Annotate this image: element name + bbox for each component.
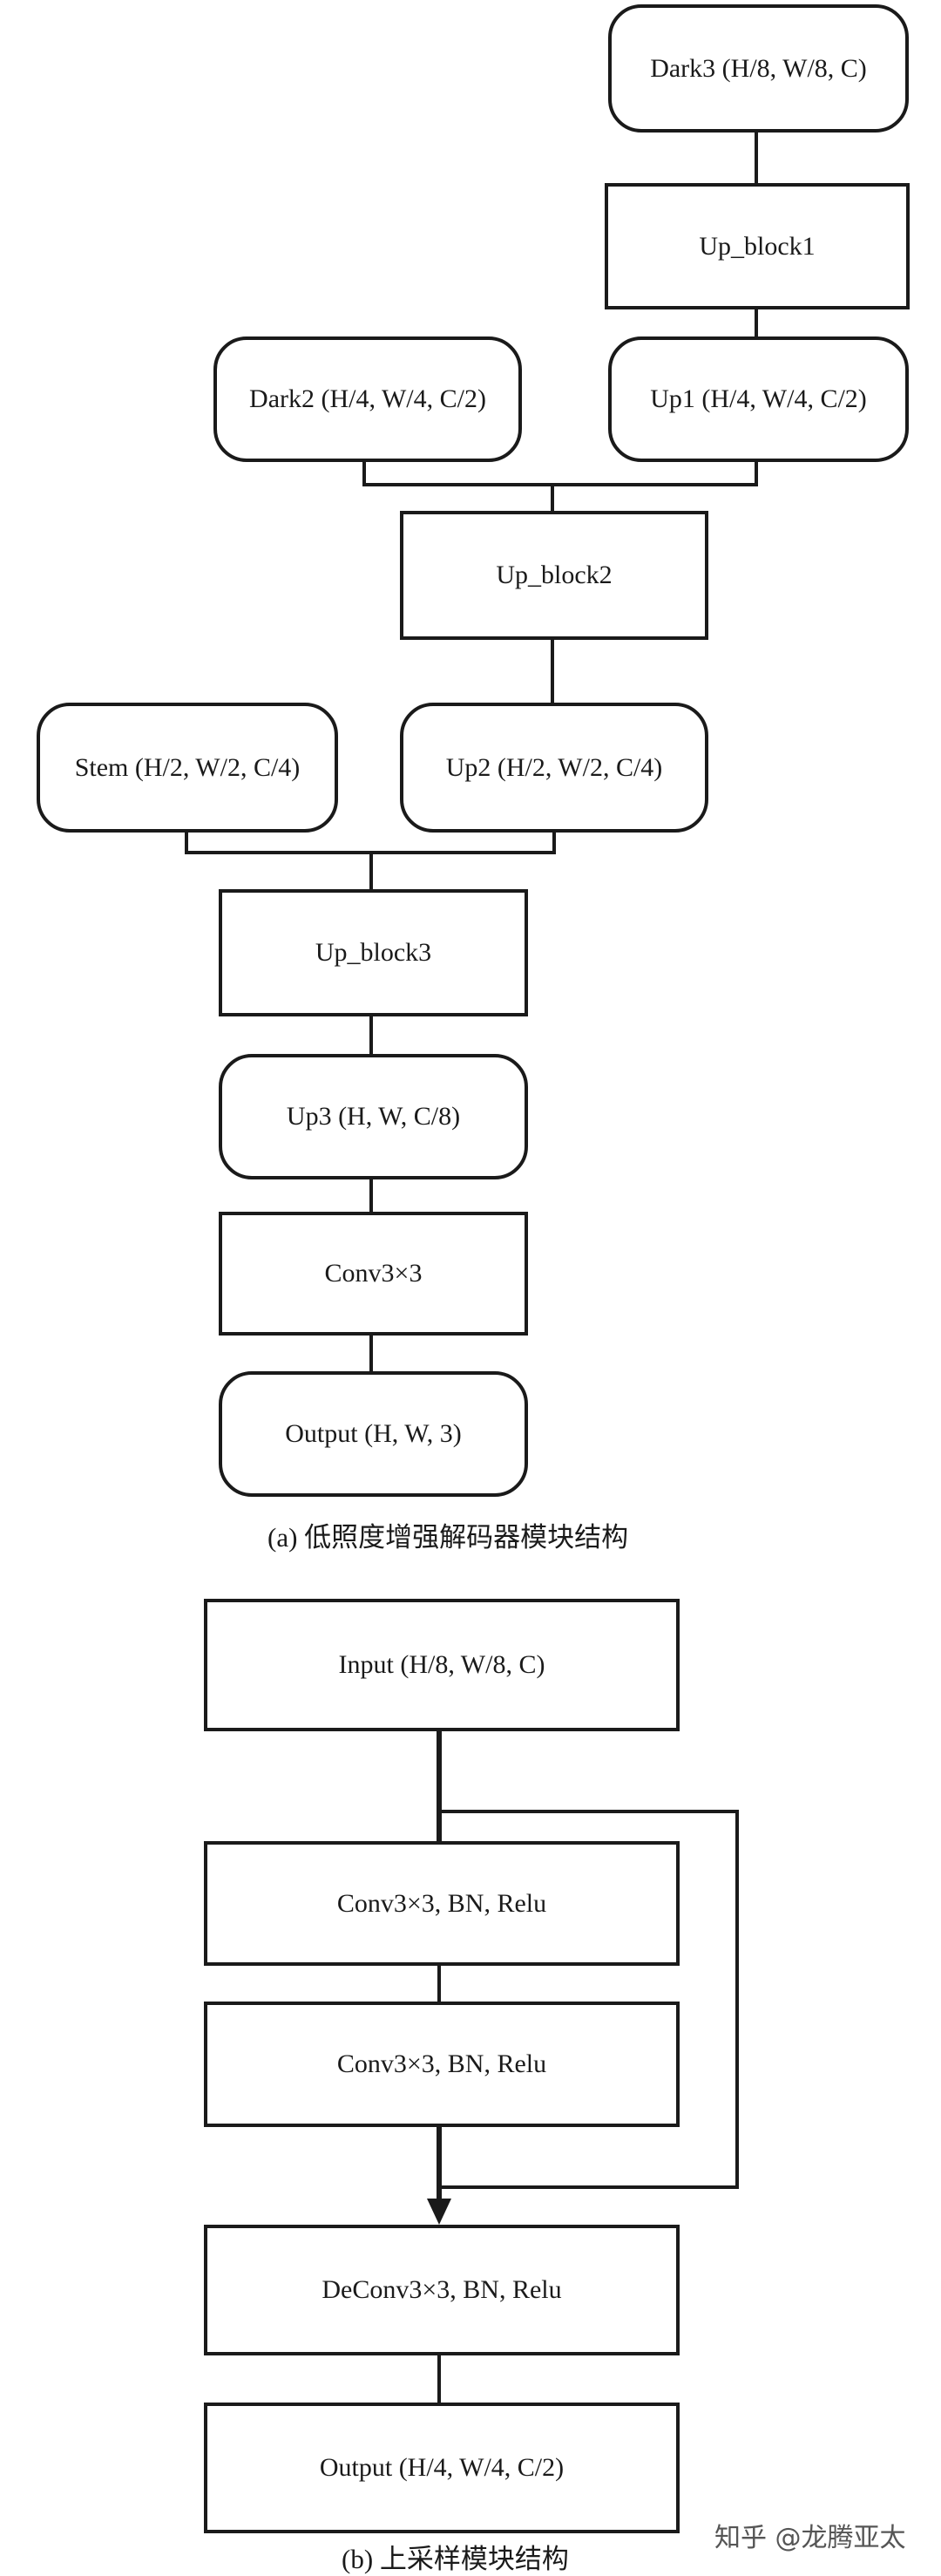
deconv-bn-relu-node: DeConv3×3, BN, Relu	[204, 2225, 680, 2355]
watermark: 知乎 @龙腾亚太	[714, 2523, 906, 2553]
merge-bracket-stem-up2	[185, 831, 556, 854]
output-node: Output (H, W, 3)	[219, 1371, 528, 1497]
up3-node: Up3 (H, W, C/8)	[219, 1054, 528, 1179]
up2-node: Up2 (H/2, W/2, C/4)	[400, 703, 708, 833]
input-node: Input (H/8, W/8, C)	[204, 1599, 680, 1731]
arrowhead-deconv	[427, 2199, 451, 2225]
caption-a: (a) 低照度增强解码器模块结构	[267, 1522, 629, 1553]
stem-node: Stem (H/2, W/2, C/4)	[37, 703, 338, 833]
caption-b: (b) 上采样模块结构	[342, 2544, 569, 2574]
up-block2-node: Up_block2	[400, 511, 708, 640]
merge-bracket-dark2-up1	[362, 460, 758, 486]
skip-connection-line	[439, 1810, 739, 2189]
up-block3-node: Up_block3	[219, 889, 528, 1016]
output-node-b: Output (H/4, W/4, C/2)	[204, 2403, 680, 2533]
dark2-node: Dark2 (H/4, W/4, C/2)	[213, 336, 522, 462]
conv3x3-node: Conv3×3	[219, 1212, 528, 1336]
up-block1-node: Up_block1	[605, 183, 910, 309]
dark3-node: Dark3 (H/8, W/8, C)	[608, 4, 909, 133]
conv-bn-relu-node-2: Conv3×3, BN, Relu	[204, 2002, 680, 2127]
conv-bn-relu-node-1: Conv3×3, BN, Relu	[204, 1841, 680, 1966]
up1-node: Up1 (H/4, W/4, C/2)	[608, 336, 909, 462]
